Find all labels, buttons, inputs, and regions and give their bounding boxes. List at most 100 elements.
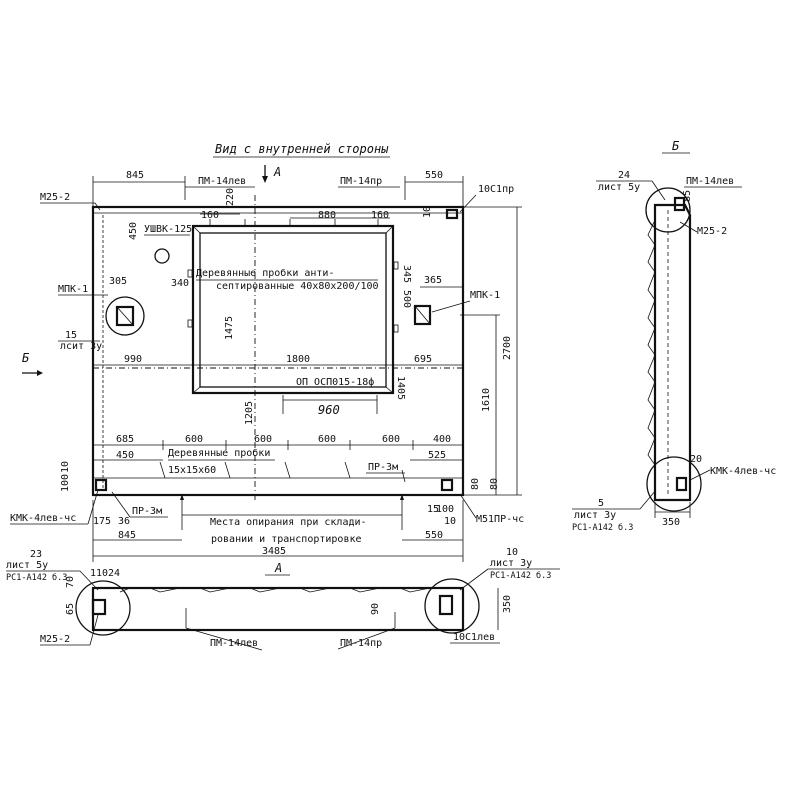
dim-100: 100 [60, 474, 71, 492]
ioc-pr-embed [445, 208, 459, 220]
side-detail-top-circle [645, 187, 691, 233]
mpk-right-cross [414, 305, 431, 325]
side-rc: РС1-А142 б.3 [572, 522, 633, 533]
side-20: 20 [690, 454, 702, 465]
dim-600-d: 600 [382, 434, 400, 445]
dim-1205: 1205 [244, 401, 255, 425]
window-opening-outer [191, 224, 395, 395]
side-sheet3: лист 3у [574, 510, 616, 521]
dim-845-bot: 845 [118, 530, 136, 541]
side-section-b [645, 187, 702, 512]
dim-100-b: 100 [436, 504, 454, 515]
side-m25: М25-2 [697, 226, 727, 237]
bottom-section-a [75, 578, 480, 636]
window-corner-tl [192, 225, 201, 234]
dim-845-top: 845 [126, 170, 144, 181]
bottom-dim-70: 70 [65, 576, 76, 588]
dim-3485: 3485 [262, 546, 286, 557]
dim-15: 15 [427, 504, 439, 515]
dim-1405: 1405 [395, 376, 406, 400]
dim-600-c: 600 [318, 434, 336, 445]
dim-160-a: 160 [201, 210, 219, 221]
bottom-dim-110: 110 [90, 568, 108, 579]
section-mark-b-left: Б [22, 351, 30, 365]
callout-pm14-lev-top: ПМ-14лев [198, 176, 246, 187]
section-mark-a-top: А [273, 165, 281, 179]
side-kmk: КМК-4лев-чс [710, 466, 776, 477]
dim-880: 880 [318, 210, 336, 221]
callout-wood-plugs-2: септированные 40х80х200/100 [216, 281, 379, 292]
mpk-left-plate [115, 305, 135, 327]
bottom-m25: М25-2 [40, 634, 70, 645]
dim-175: 175 [93, 516, 111, 527]
dim-600-b: 600 [254, 434, 272, 445]
dim-525: 525 [428, 450, 446, 461]
dim-685: 685 [116, 434, 134, 445]
dim-305: 305 [109, 276, 127, 287]
callout-kmk-left: КМК-4лев-чс [10, 513, 76, 524]
bottom-pm14lev: ПМ-14лев [210, 638, 258, 649]
side-detail-bot-circle [646, 456, 702, 512]
bottom-pm14pr: ПМ-14пр [340, 638, 382, 649]
bottom-dim-350: 350 [502, 595, 513, 613]
dim-10-c: 10 [444, 516, 456, 527]
support-text-1: Места опирания при склади- [210, 517, 367, 528]
dim-365: 365 [424, 275, 442, 286]
mpk-right-plate [413, 304, 432, 326]
callout-pr3m-right: ПР-3м [368, 462, 398, 473]
section-mark-a-bottom: А [274, 561, 282, 575]
dim-345: 345 [401, 265, 412, 283]
bottom-23: 23 [30, 549, 42, 560]
support-arrow-right [400, 494, 404, 500]
bottom-sheet3: лист 3у [490, 558, 532, 569]
dim-340: 340 [171, 278, 189, 289]
bottom-rc: РС1-А142 б.3 [6, 572, 67, 583]
dim-36: 36 [118, 516, 130, 527]
dim-80-b: 80 [489, 478, 500, 490]
wood-plug-marks-window [187, 219, 399, 333]
side-bot-embed [675, 476, 688, 492]
view-title: Вид с внутренней стороны [215, 142, 389, 156]
side-top-embed [673, 196, 686, 212]
callout-leaf-sheet: лсит 3у [60, 341, 102, 352]
bottom-sheet5: лист 5у [6, 560, 48, 571]
dim-1800: 1800 [286, 354, 310, 365]
bottom-left-embed [91, 598, 107, 616]
dim-990: 990 [124, 354, 142, 365]
bottom-detail-left-circle [75, 580, 131, 636]
arrow-a-top-head [262, 176, 268, 183]
side-pm14: ПМ-14лев [686, 176, 734, 187]
support-text-2: ровании и транспортировке [211, 534, 362, 545]
side-sheet5: лист 5у [598, 182, 640, 193]
side-85: 85 [682, 190, 693, 202]
bottom-10: 10 [506, 547, 518, 558]
dim-160-b: 160 [371, 210, 389, 221]
bottom-slab-outline [91, 586, 465, 632]
bottom-dim-90: 90 [370, 603, 381, 615]
dim-1475: 1475 [224, 316, 235, 340]
side-panel-profile [647, 219, 656, 466]
dim-500: 500 [401, 290, 412, 308]
dim-1610: 1610 [481, 388, 492, 412]
bottom-rc2: РС1-А142 б.3 [490, 570, 551, 581]
bottom-right-embed [438, 594, 454, 616]
lower-dim-ticks [92, 440, 464, 450]
mpk-left-cross [116, 306, 134, 326]
callout-15: 15 [65, 330, 77, 341]
dim-450-b: 450 [116, 450, 134, 461]
callout-mpk-right: МПК-1 [470, 290, 500, 301]
bottom-dim-24: 24 [108, 568, 120, 579]
section-mark-b-right: Б [672, 139, 680, 153]
dim-550-bot: 550 [425, 530, 443, 541]
bottom-dim-65: 65 [65, 603, 76, 615]
dim-400: 400 [433, 434, 451, 445]
panel-label: ОП ОСП015-18ф [296, 376, 374, 388]
side-5: 5 [598, 498, 604, 509]
dim-695: 695 [414, 354, 432, 365]
dim-960: 960 [318, 403, 340, 417]
main-panel [91, 195, 465, 500]
callout-wood-plugs2-2: 15х15х60 [168, 465, 216, 476]
window-corner-tr [385, 225, 394, 234]
callout-ushvk: УШВК-125 [144, 224, 192, 235]
